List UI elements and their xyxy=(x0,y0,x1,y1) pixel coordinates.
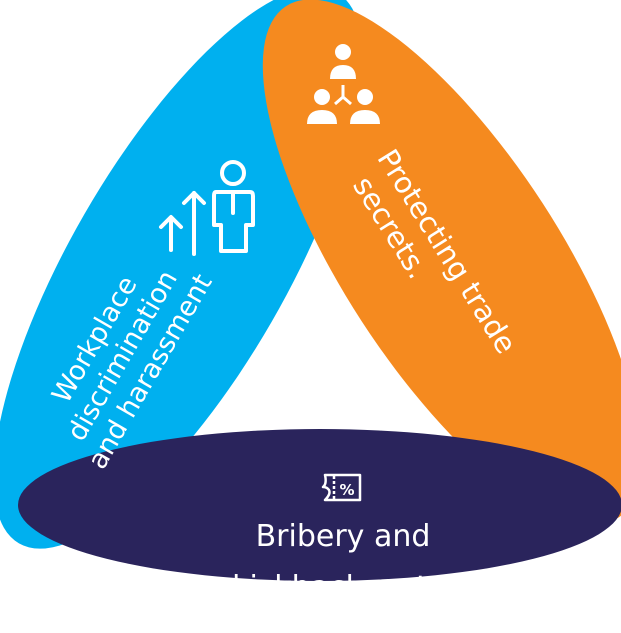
discount-ticket-icon: % xyxy=(321,473,362,502)
svg-text:%: % xyxy=(339,481,354,499)
org-hierarchy-icon xyxy=(307,44,380,124)
bribery-label-line-2: kickbacks, etc. xyxy=(232,570,454,605)
bribery-label-line-1: Bribery and xyxy=(256,519,431,554)
bribery-segment xyxy=(18,429,621,581)
workplace-segment xyxy=(0,0,363,549)
trade-secrets-segment xyxy=(262,0,621,525)
person-growth-icon xyxy=(159,160,255,256)
